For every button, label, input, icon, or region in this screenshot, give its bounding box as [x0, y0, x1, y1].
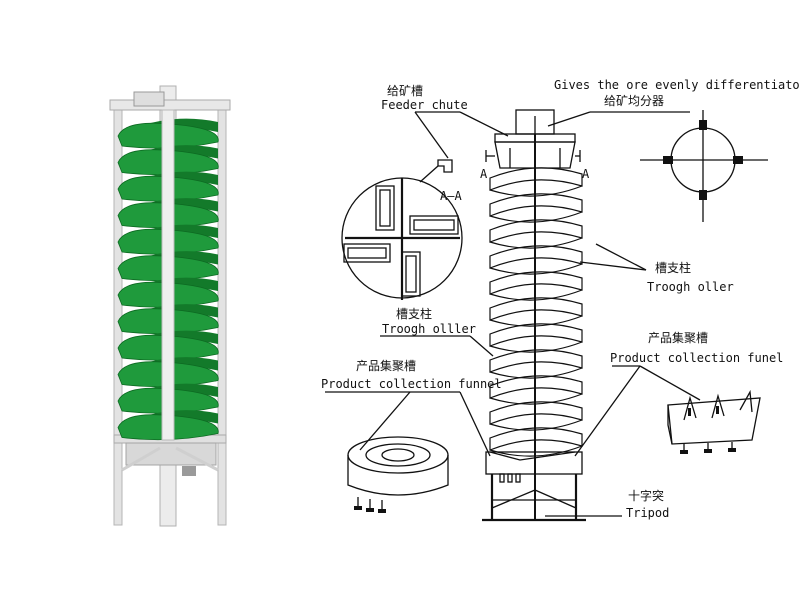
drawing-spiral-edge	[489, 211, 583, 223]
drawing-spiral-edge	[489, 393, 583, 405]
outlet-pipes	[182, 466, 196, 476]
tripod-label-zh: 十字突	[628, 488, 664, 503]
channel-bottom	[401, 251, 421, 297]
collection-funnel-label-zh: 产品集聚槽	[356, 358, 416, 373]
distributor-label-zh: 给矿均分器	[604, 94, 664, 108]
drawing-spiral-edge	[489, 315, 583, 327]
collection-funnel-detail	[347, 436, 449, 513]
trough-column-label-zh: 槽支柱	[396, 306, 432, 321]
spiral-turns	[117, 109, 219, 441]
central-column-front	[161, 109, 175, 441]
trough-column-label-en: Troogh olller	[382, 322, 476, 336]
section-aa-label: A—A	[440, 189, 462, 203]
feeder-chute-detail	[437, 159, 453, 173]
bottom-outlets	[499, 473, 521, 483]
drawing-spiral-edge	[489, 289, 583, 301]
drawing-spiral-edge	[489, 341, 583, 353]
bottom-collection-box	[485, 451, 583, 475]
section-aa-view: A—A	[341, 159, 463, 300]
feeder-box	[133, 91, 165, 107]
section-marker-right: A	[582, 167, 590, 181]
frame-post-right	[217, 99, 227, 526]
trough-roller-label-en: Troogh oller	[647, 280, 734, 294]
spiral-technical-drawing: A A	[480, 109, 590, 522]
collection-funel-label-en: Product collection funel	[610, 351, 783, 365]
feeder-chute-label-zh: 给矿槽	[387, 84, 423, 98]
spiral-chute-photo	[109, 85, 231, 527]
feed-tray	[494, 141, 576, 169]
leader-lines	[325, 111, 701, 517]
collection-funel-label-zh: 产品集聚槽	[648, 330, 708, 345]
drawing-spiral-edge	[489, 185, 583, 197]
collection-funnel-label-en: Product collection funnel	[321, 377, 502, 391]
distributor-label-en: Gives the ore evenly differentiator	[554, 78, 800, 92]
trough-roller-label-zh: 槽支柱	[655, 260, 691, 275]
tripod-label-en: Tripod	[626, 506, 669, 520]
drawing-spiral-edge	[489, 419, 583, 431]
brace-left	[121, 446, 161, 472]
section-marker-left: A	[480, 167, 488, 181]
drawing-spiral	[489, 167, 583, 457]
drawing-spiral-edge	[489, 367, 583, 379]
feeder-chute-label-en: Feeder chute	[381, 98, 468, 112]
drawing-spiral-edge	[489, 263, 583, 275]
brace-right	[175, 446, 219, 472]
collection-funel-detail	[667, 389, 761, 454]
channel-top-left	[375, 185, 395, 231]
top-frame-bar	[109, 99, 231, 111]
collection-box	[125, 442, 217, 466]
channel-right	[409, 215, 459, 235]
distributor-view	[640, 110, 768, 222]
channel-left	[343, 243, 391, 263]
drawing-spiral-edge	[489, 237, 583, 249]
